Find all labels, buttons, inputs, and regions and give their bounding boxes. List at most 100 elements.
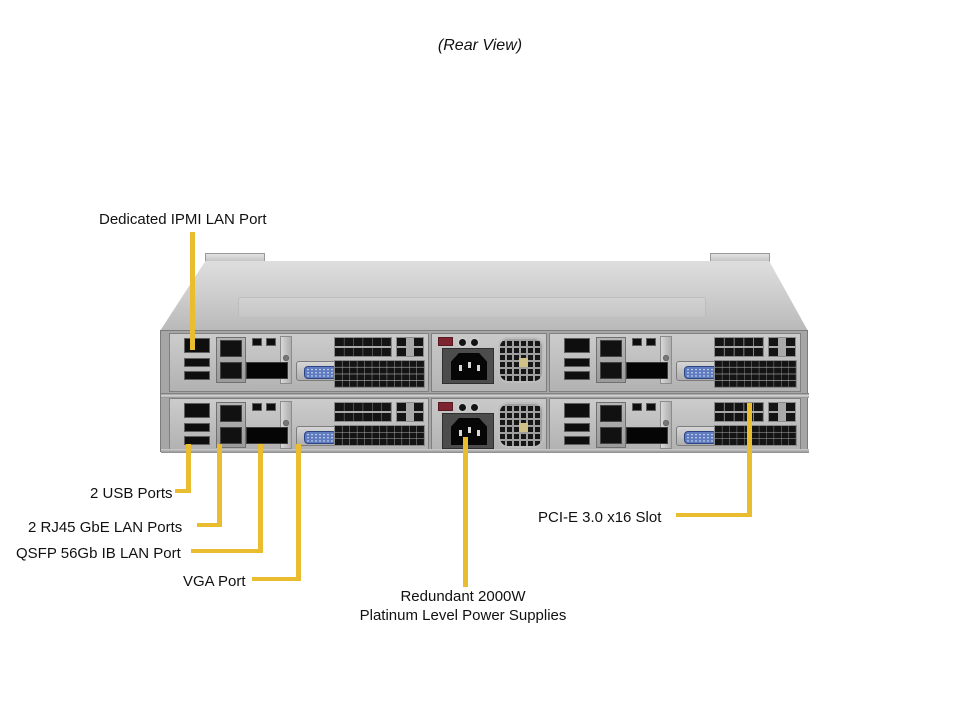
power-supply-module [431,333,547,392]
aux-port [632,338,642,346]
aux-port [252,403,262,411]
psu-release-button [471,339,478,346]
node-rear-panel [549,398,801,450]
psu-fan-grille [498,402,544,448]
ipmi-lan-port [184,338,210,353]
rj45-lan-port-frame [216,402,246,448]
inlet-pin [477,430,480,436]
inlet-pin [468,362,471,368]
chassis-top-panel [160,261,808,331]
chassis-bottom-edge [161,449,809,453]
callout-line-ipmi [190,232,195,350]
aux-port [632,403,642,411]
callout-line-qsfp [191,549,261,553]
usb-port [184,358,210,367]
usb-port [564,423,590,432]
ipmi-lan-port [564,338,590,353]
aux-port [646,403,656,411]
label-power-supplies-line1: Redundant 2000W [400,588,526,605]
inlet-pin [468,427,471,433]
qsfp-ib-lan-port [626,427,668,444]
vent-grille-top [714,337,764,357]
label-vga-port: VGA Port [183,573,246,590]
callout-line-vga [296,444,301,581]
rj45-lan-port [220,405,242,422]
callout-line-usb [186,444,191,493]
inlet-pin [459,430,462,436]
server-chassis [160,253,809,453]
callout-line-rj45 [197,523,220,527]
psu-power-switch [438,402,453,411]
rj45-lan-port-frame [216,337,246,383]
callout-line-usb [175,489,188,493]
usb-port [564,371,590,380]
usb-port [184,371,210,380]
vga-connector [304,366,337,379]
node-rear-panel [169,333,429,392]
callout-line-pcie [676,513,750,517]
screw-icon [663,420,669,426]
rj45-lan-port [220,340,242,357]
qsfp-ib-lan-port [246,362,288,379]
rj45-lan-port [600,405,622,422]
chassis-top-recess [237,297,707,318]
aux-port [646,338,656,346]
rj45-lan-port [600,362,622,379]
node-rear-panel [169,398,429,450]
row-divider [161,393,809,398]
pcie-slot-grille [396,337,424,357]
ipmi-lan-port [564,403,590,418]
label-qsfp-lan-port: QSFP 56Gb IB LAN Port [16,545,181,562]
inlet-pin [477,365,480,371]
pcie-slot-grille [768,337,796,357]
rj45-lan-port [600,340,622,357]
vga-connector [684,366,717,379]
vga-connector [684,431,717,444]
psu-power-switch [438,337,453,346]
screw-icon [283,420,289,426]
ac-inlet-recess [442,348,494,384]
vent-grille-bottom [334,360,425,388]
callout-line-vga [252,577,299,581]
chassis-top-tab-right [710,253,770,263]
callout-line-pcie [747,403,752,517]
rj45-lan-port [600,427,622,444]
screw-icon [663,355,669,361]
ac-inlet-recess [442,413,494,449]
aux-port [252,338,262,346]
node-row-upper [161,333,809,393]
vga-port [296,426,342,446]
usb-port [564,358,590,367]
label-power-supplies: Redundant 2000W Platinum Level Power Sup… [340,587,586,625]
vent-grille-bottom [334,425,425,446]
chassis-top-tab-left [205,253,265,263]
vga-port [676,426,722,446]
vent-grille-top [714,402,764,422]
aux-port [266,403,276,411]
vent-grille-top [334,337,392,357]
callout-line-rj45 [217,444,222,527]
label-rj45-lan-ports: 2 RJ45 GbE LAN Ports [28,519,183,536]
callout-line-qsfp [258,444,263,553]
usb-port [184,436,210,445]
inlet-pin [459,365,462,371]
vga-port [676,361,722,381]
ac-power-inlet [451,353,487,380]
power-supply-module [431,398,547,450]
vga-port [296,361,342,381]
usb-port [564,436,590,445]
label-pcie-slot: PCI-E 3.0 x16 Slot [538,509,662,526]
qsfp-ib-lan-port [246,427,288,444]
usb-port [184,423,210,432]
label-ipmi-lan-port: Dedicated IPMI LAN Port [99,211,267,228]
rj45-lan-port [220,362,242,379]
aux-port [266,338,276,346]
ac-power-inlet [451,418,487,445]
psu-fan-grille [498,337,544,383]
screw-icon [283,355,289,361]
vent-grille-bottom [714,425,797,446]
pcie-slot-grille [396,402,424,422]
vga-connector [304,431,337,444]
rj45-lan-port-frame [596,337,626,383]
